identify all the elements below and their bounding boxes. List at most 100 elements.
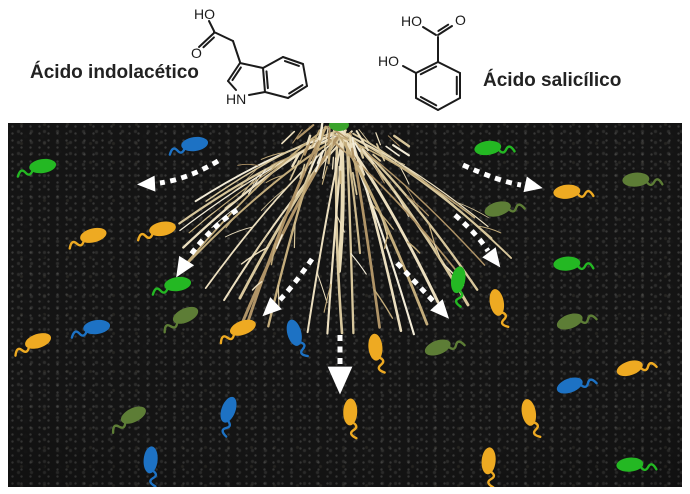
- bacterium-icon: [489, 289, 510, 329]
- dashed-arrow: [453, 213, 491, 253]
- root-strand: [260, 185, 289, 211]
- bacterium-icon: [163, 306, 199, 334]
- atom-label-HO: HO: [401, 13, 422, 29]
- atom-label-HO: HO: [378, 53, 399, 69]
- bacterium-icon: [474, 140, 516, 156]
- bond: [287, 85, 308, 99]
- root-strand: [178, 138, 337, 273]
- arrowhead: [327, 366, 353, 395]
- dashed-arrow: [276, 257, 315, 304]
- root-strand: [354, 142, 361, 153]
- root-strand: [433, 243, 441, 257]
- root-strand: [324, 135, 461, 276]
- bacterium-yellow: [338, 397, 366, 442]
- bacterium-icon: [368, 333, 386, 374]
- root-strand: [205, 127, 346, 202]
- bacterium-green: [442, 263, 475, 311]
- root-strand: [355, 130, 370, 152]
- bond: [227, 62, 241, 82]
- root-strand: [334, 157, 337, 176]
- root-strand: [240, 167, 260, 187]
- root-strand: [369, 201, 394, 230]
- root-strand: [373, 289, 394, 319]
- root-strand: [318, 123, 324, 141]
- bacterium-icon: [484, 201, 526, 217]
- bacterium-green: [147, 271, 194, 303]
- root-strand: [270, 157, 292, 166]
- root-strand: [204, 133, 343, 289]
- bond: [437, 25, 453, 36]
- root-strand: [347, 134, 354, 156]
- root-strand: [240, 136, 339, 326]
- bacterium-yellow: [8, 326, 57, 364]
- root-strand: [311, 129, 321, 147]
- bacterium-green: [551, 250, 597, 280]
- root-strand: [373, 163, 385, 184]
- root-strand: [238, 129, 347, 300]
- bacterium-icon: [521, 399, 542, 439]
- root-strand: [275, 234, 283, 250]
- root-strand: [361, 148, 378, 168]
- root-strand: [270, 243, 277, 266]
- root-strand: [308, 155, 318, 174]
- bacterium-icon: [616, 360, 658, 377]
- bacterium-icon: [556, 377, 598, 394]
- root-strand: [188, 126, 347, 234]
- root-strand: [303, 142, 311, 156]
- atom-label-HN: HN: [226, 91, 246, 107]
- root-strand: [340, 131, 489, 228]
- root-strand: [223, 130, 353, 302]
- arrowhead: [482, 247, 501, 268]
- root-strand: [251, 280, 263, 291]
- bacterium-yellow: [475, 445, 505, 487]
- bacterium-yellow: [212, 312, 262, 351]
- root-strand: [343, 132, 493, 240]
- root-strand: [260, 151, 288, 160]
- root-strand: [358, 147, 365, 159]
- bacterium-blue: [208, 392, 247, 442]
- bacterium-icon: [553, 184, 595, 199]
- root-strand: [252, 233, 269, 258]
- dashed-arrow: [395, 261, 437, 305]
- root-strand: [224, 226, 254, 238]
- bacterium-icon: [70, 319, 111, 339]
- root-strand: [427, 222, 439, 258]
- root-strand: [344, 141, 349, 157]
- bacterium-icon: [553, 256, 595, 271]
- root-strand: [321, 165, 328, 185]
- root-strand: [334, 123, 344, 335]
- root-strand: [311, 149, 318, 161]
- bond: [264, 91, 289, 99]
- root-strand: [306, 134, 312, 145]
- root-strand: [304, 171, 311, 185]
- root-strand: [289, 160, 300, 181]
- bond: [198, 32, 215, 48]
- root-strand: [406, 241, 421, 254]
- root-strand: [225, 213, 239, 229]
- dashed-arrow: [186, 207, 239, 259]
- bacterium-blue: [66, 314, 113, 346]
- root-strand: [316, 272, 328, 304]
- root-strand: [333, 126, 429, 326]
- bacterium-icon: [450, 266, 466, 308]
- bacterium-olive: [103, 399, 154, 442]
- bacterium-olive: [552, 301, 602, 340]
- bacterium-icon: [14, 333, 52, 357]
- root-strand: [293, 221, 296, 249]
- root-strand: [390, 161, 406, 166]
- root-strand: [350, 138, 403, 333]
- bond: [282, 56, 304, 65]
- bacterium-green: [12, 153, 59, 185]
- root-strand: [323, 283, 332, 313]
- root-strand: [348, 131, 381, 329]
- root-strand: [267, 125, 327, 328]
- root-strand: [351, 171, 358, 196]
- bacterium-yellow: [483, 285, 516, 333]
- arrowhead: [523, 176, 543, 193]
- bacterium-icon: [343, 398, 358, 440]
- root-strand: [393, 190, 410, 217]
- root-strand: [404, 184, 421, 212]
- root-strand: [342, 140, 345, 153]
- bond: [422, 26, 437, 36]
- root-strand: [330, 129, 335, 151]
